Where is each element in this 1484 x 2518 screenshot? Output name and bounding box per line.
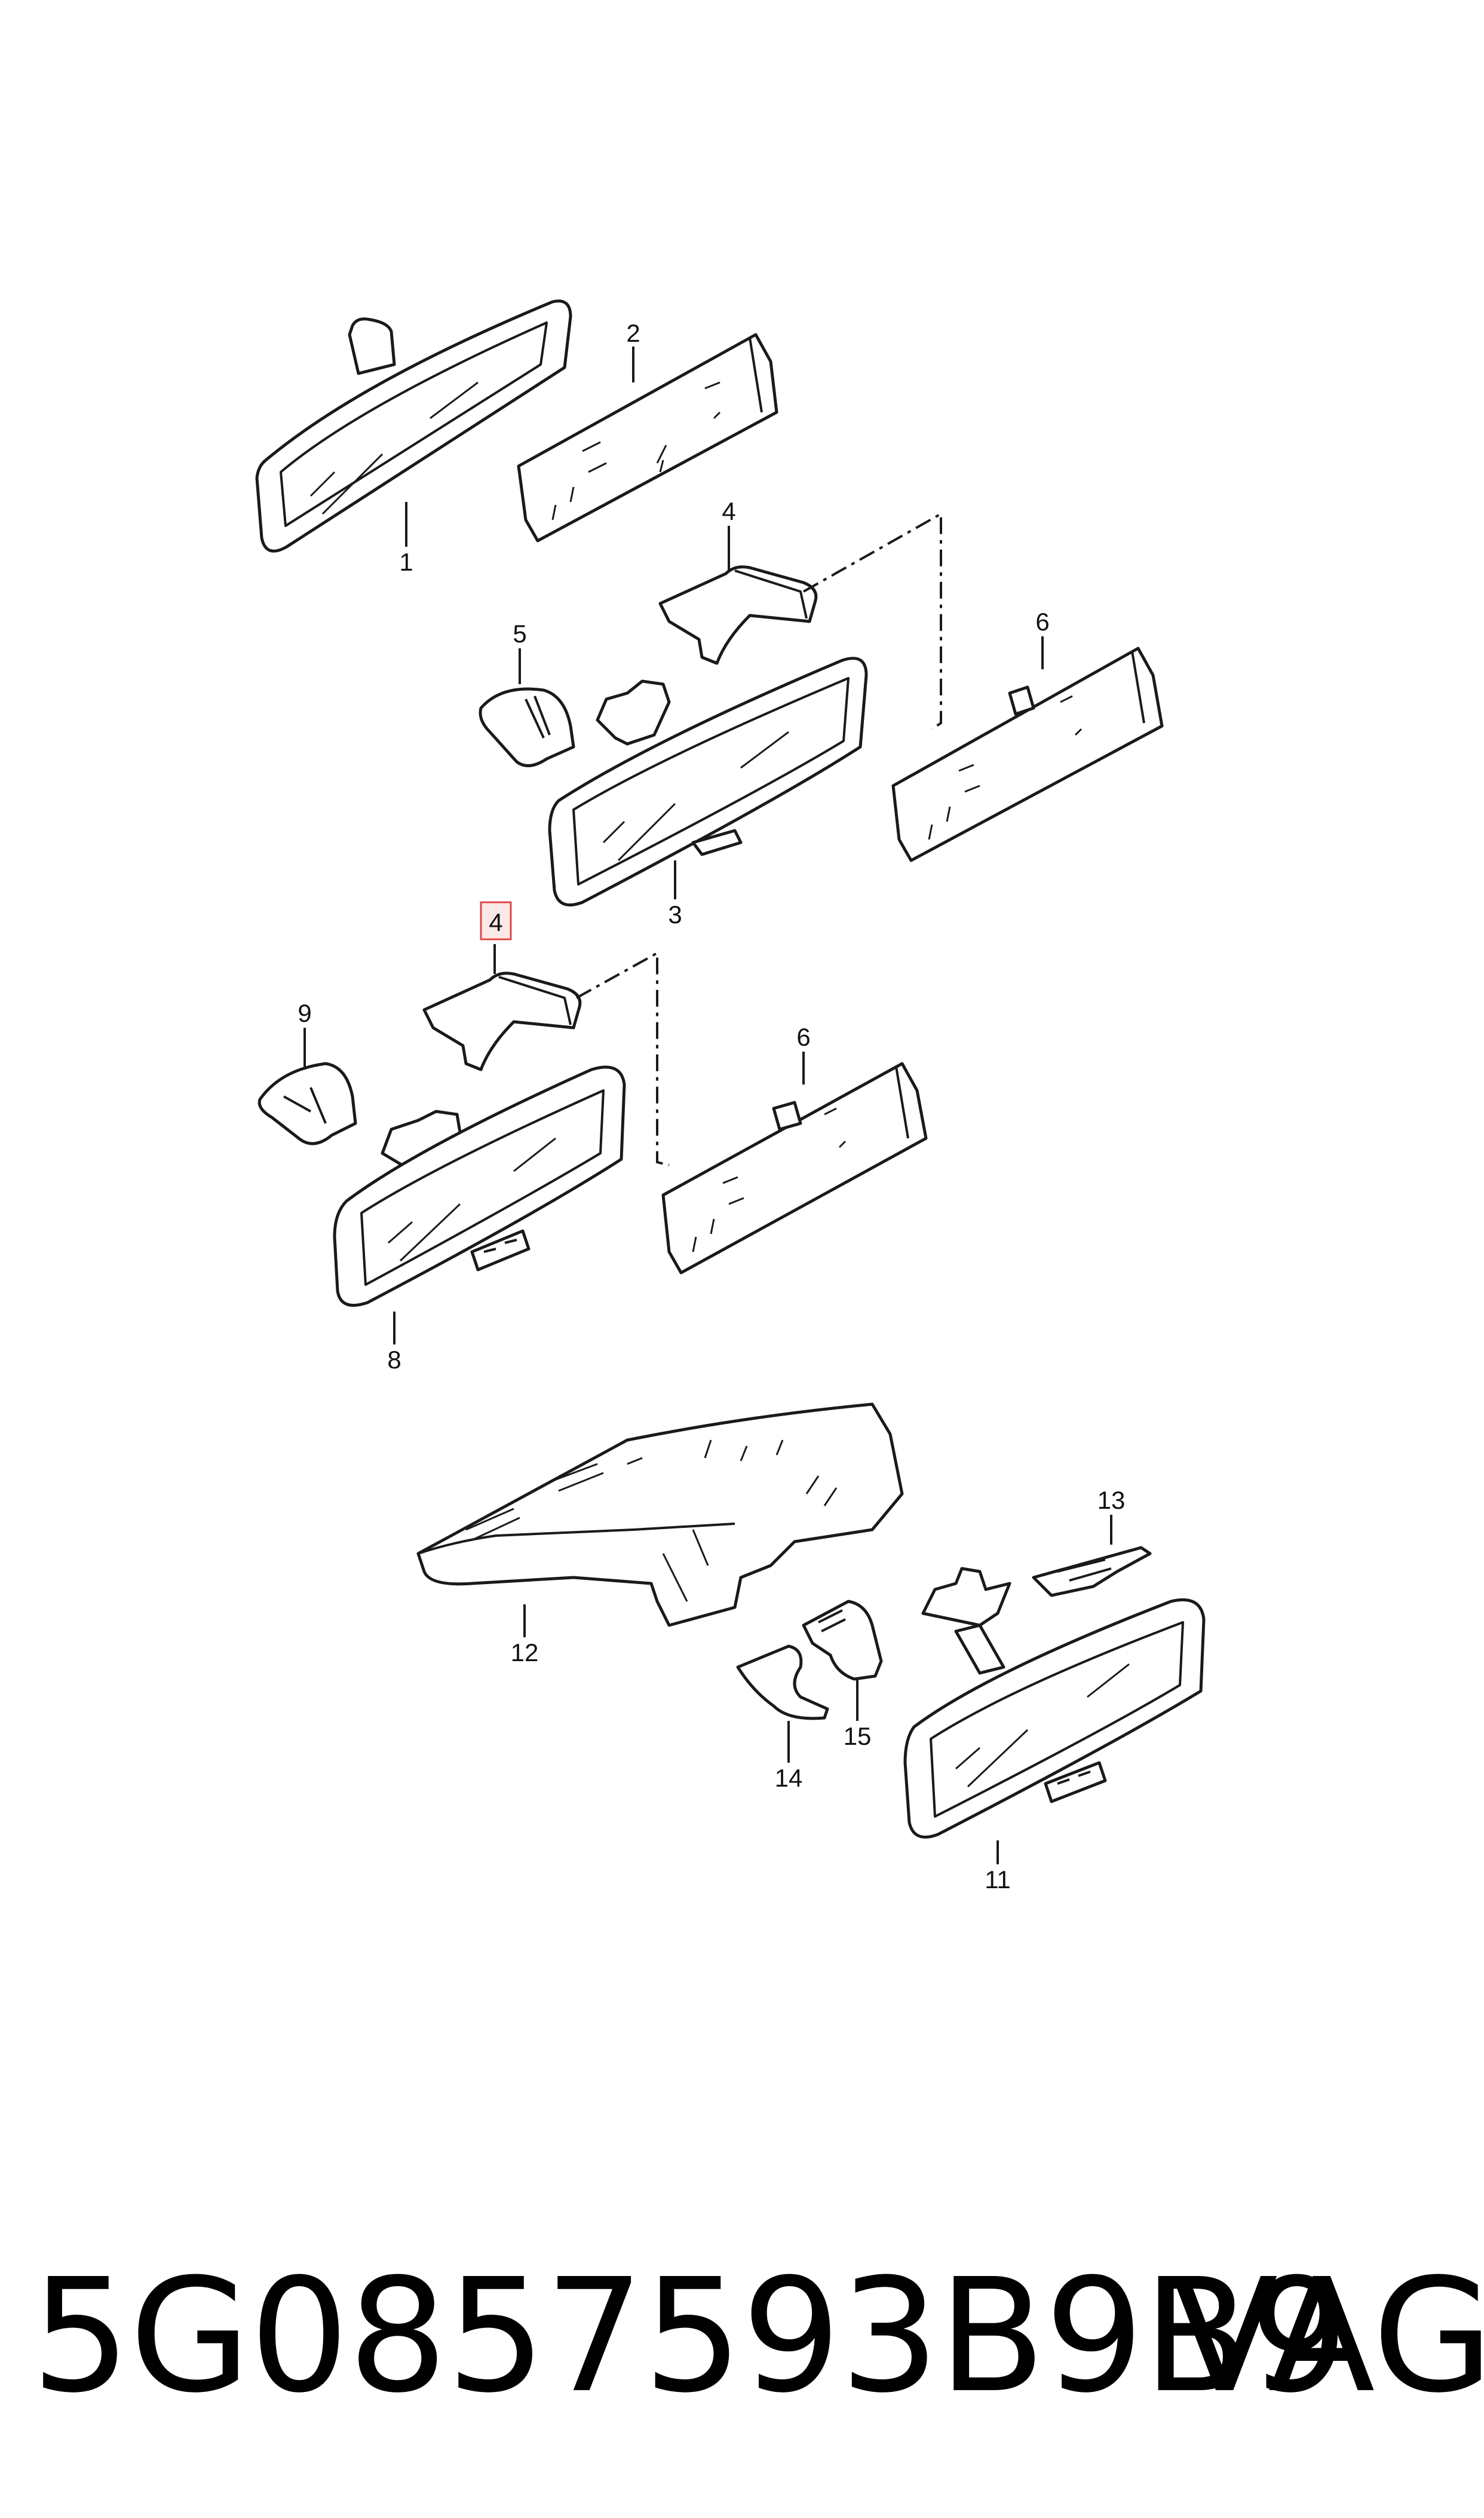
callout-8: 8	[387, 1346, 401, 1374]
part-6-plate-lower	[661, 1052, 928, 1275]
callout-3: 3	[668, 900, 682, 929]
part-2-cover-plate	[517, 333, 778, 543]
part-13-bracket	[1032, 1515, 1152, 1597]
part-8-mirror	[333, 1065, 626, 1344]
callout-11: 11	[985, 1865, 1011, 1894]
callout-5: 5	[513, 620, 526, 648]
callout-14: 14	[775, 1764, 803, 1792]
part-5-cap	[479, 648, 575, 767]
part-4-bracket-upper	[658, 526, 818, 665]
alignment-line-upper	[803, 511, 942, 730]
part-4-bracket-lower	[422, 944, 582, 1071]
part-6-plate-upper	[891, 636, 1164, 862]
callout-4-upper: 4	[722, 497, 735, 525]
part-12-housing	[416, 1402, 904, 1637]
exploded-parts-diagram: 1 2 3 4 4 5 6 6 8 9 11 12 13 14 15	[255, 299, 1206, 1894]
callout-1: 1	[399, 548, 413, 576]
callout-4-highlighted[interactable]: 4	[489, 908, 502, 936]
part-3-mirror	[548, 657, 868, 906]
part-number: 5G0857593B9B9	[31, 2245, 1348, 2427]
part-15-cover	[802, 1600, 883, 1721]
footer: 5G0857593B9B9 VAG	[0, 2247, 1484, 2426]
callout-13: 13	[1097, 1486, 1126, 1514]
part-14-cover	[736, 1644, 829, 1763]
callout-12: 12	[511, 1638, 539, 1667]
highlighted-callout-box	[480, 901, 512, 941]
alignment-line-lower	[576, 951, 670, 1166]
brand-name: VAG	[1171, 2245, 1484, 2427]
part-11-mirror	[903, 1567, 1206, 1864]
part-9-cap	[257, 1028, 357, 1145]
callout-9: 9	[298, 999, 311, 1027]
callout-6-upper: 6	[1035, 608, 1049, 636]
callout-15: 15	[844, 1722, 872, 1750]
callout-2: 2	[626, 319, 640, 347]
part-1-mirror	[255, 299, 572, 553]
callout-6-lower: 6	[796, 1023, 810, 1051]
